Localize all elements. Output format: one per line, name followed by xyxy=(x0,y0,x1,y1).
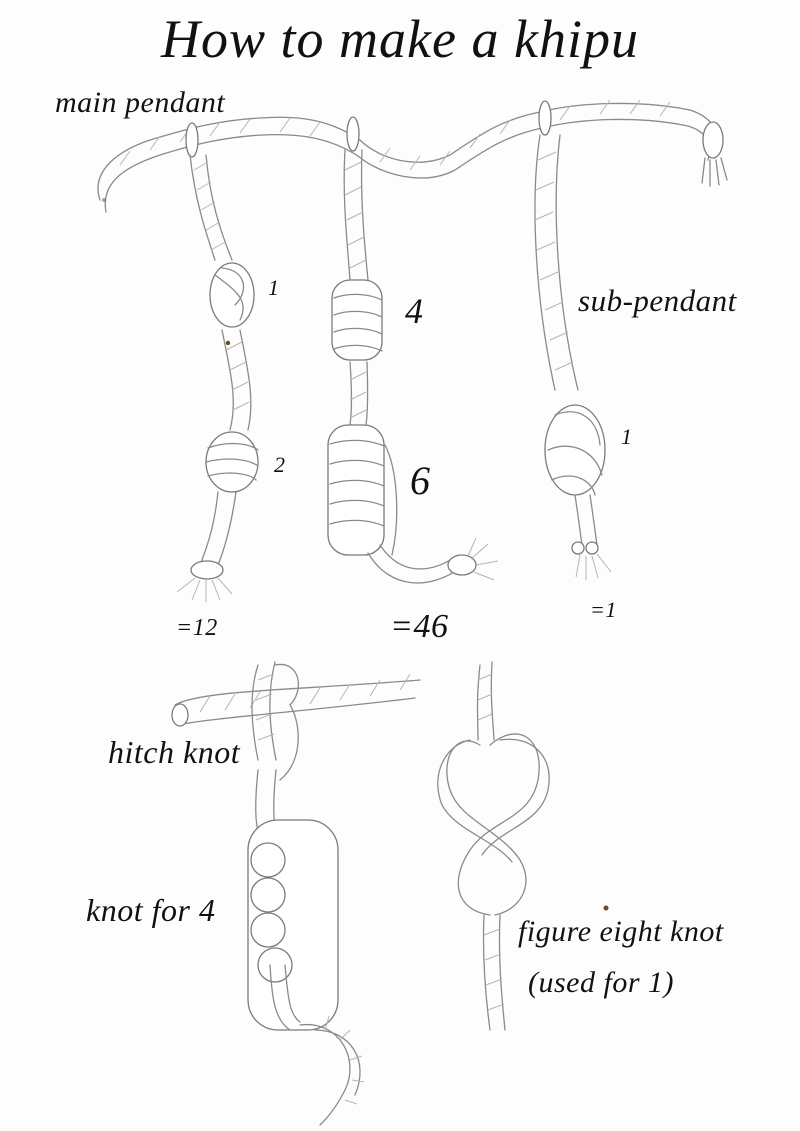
middle-pendant-drawing xyxy=(327,149,499,584)
hitch-knot-label: hitch knot xyxy=(108,734,241,770)
figure-eight-knot-drawing xyxy=(437,661,609,1031)
sub-pendant-label: sub-pendant xyxy=(578,283,737,318)
right-pendant-drawing xyxy=(534,134,612,580)
pendant-total-label: =12 xyxy=(176,615,218,641)
knot-value-label: 4 xyxy=(405,291,424,331)
hitch-knot-drawing xyxy=(171,661,421,831)
figure-eight-knot-label: figure eight knot xyxy=(518,915,724,948)
pendant-total-label: =1 xyxy=(590,597,617,622)
main-cord-drawing xyxy=(97,99,728,213)
knot-value-label: 1 xyxy=(268,275,280,300)
pendant-total-label: =46 xyxy=(390,608,449,645)
figure-eight-note-label: (used for 1) xyxy=(528,966,674,999)
left-pendant-drawing xyxy=(176,154,259,602)
main-pendant-label: main pendant xyxy=(55,86,226,119)
page-title: How to make a khipu xyxy=(161,9,639,69)
knot-value-label: 6 xyxy=(410,458,431,503)
knot-for-4-drawing xyxy=(247,819,365,1126)
knot-for-4-label: knot for 4 xyxy=(86,892,216,928)
knot-value-label: 2 xyxy=(274,452,286,477)
knot-value-label: 1 xyxy=(621,424,633,449)
